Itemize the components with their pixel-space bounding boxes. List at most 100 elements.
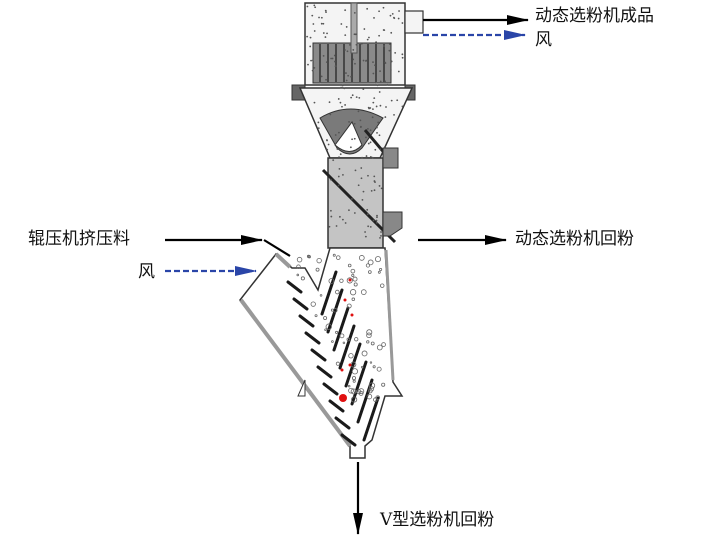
particle — [326, 139, 328, 141]
particle — [309, 36, 312, 39]
v-body — [239, 247, 404, 459]
particle — [376, 214, 378, 217]
particle — [341, 218, 344, 221]
particle — [379, 104, 382, 107]
fine-particle — [348, 278, 352, 282]
particle — [349, 289, 357, 296]
particle — [360, 289, 367, 295]
particle — [350, 268, 356, 274]
particle — [334, 134, 337, 136]
particle — [372, 219, 375, 222]
particle — [342, 173, 344, 176]
label-feed: 辊压机挤压料 — [28, 229, 130, 249]
particle — [337, 98, 340, 100]
particle — [344, 34, 347, 37]
particle — [351, 376, 357, 381]
particle — [373, 180, 376, 182]
particle — [374, 148, 377, 151]
particle — [320, 16, 323, 19]
particle — [358, 388, 365, 395]
particle — [332, 253, 336, 257]
particle — [379, 267, 383, 272]
particle — [375, 395, 381, 401]
feed-line — [263, 239, 291, 257]
particle — [314, 314, 318, 318]
particle — [313, 66, 316, 69]
particle — [360, 42, 363, 45]
particle — [352, 379, 356, 383]
particle — [371, 156, 374, 159]
particle — [373, 189, 376, 192]
particle — [307, 255, 311, 259]
particle — [306, 5, 309, 8]
particle — [379, 148, 382, 151]
particle — [326, 148, 329, 151]
particle — [351, 198, 353, 200]
particle — [366, 340, 370, 344]
particle — [364, 231, 366, 233]
particle — [355, 96, 358, 99]
particle — [360, 125, 362, 128]
particle — [357, 110, 360, 113]
particle — [325, 323, 332, 330]
particle — [311, 69, 314, 72]
particle — [362, 190, 365, 193]
particle — [351, 368, 358, 375]
particle — [348, 43, 351, 46]
particle — [357, 184, 360, 187]
particle — [366, 329, 373, 336]
particle — [367, 142, 370, 145]
particle — [372, 101, 375, 104]
particle — [382, 6, 385, 9]
particle — [363, 28, 366, 30]
particle — [346, 50, 349, 53]
particle — [354, 337, 359, 342]
particle — [306, 35, 309, 38]
particle — [353, 282, 358, 287]
fine-particle — [348, 363, 352, 367]
particle — [358, 96, 361, 99]
particle — [312, 23, 315, 25]
particle — [381, 382, 386, 387]
particle — [396, 99, 399, 102]
particle — [359, 119, 362, 122]
particle — [335, 255, 341, 260]
particle — [370, 341, 375, 346]
label-product: 动态选粉机成品 — [535, 6, 654, 26]
particle — [328, 225, 331, 228]
particle — [348, 387, 354, 394]
particle — [340, 86, 342, 89]
wall-right-thick — [384, 249, 395, 381]
particle — [384, 61, 386, 64]
cone-center — [334, 121, 363, 152]
particle — [351, 273, 355, 277]
particle — [330, 209, 332, 212]
particle — [366, 332, 372, 339]
particle — [324, 36, 327, 38]
particle — [348, 209, 350, 212]
particle — [374, 81, 377, 84]
particle — [345, 79, 348, 82]
particle — [367, 174, 369, 177]
particle — [313, 30, 316, 32]
particle — [360, 177, 363, 180]
particle — [330, 57, 332, 60]
particle — [383, 29, 386, 32]
side-outlet — [382, 147, 399, 169]
particle — [368, 386, 375, 392]
particle — [335, 289, 340, 295]
particle — [342, 341, 346, 345]
particle — [361, 350, 368, 357]
particle — [347, 74, 350, 77]
particle — [374, 64, 376, 67]
particle — [334, 65, 337, 67]
particle — [353, 11, 356, 14]
particle — [369, 155, 372, 158]
particle — [388, 49, 391, 52]
particle — [351, 396, 358, 403]
particle — [379, 236, 381, 239]
particle — [375, 41, 377, 44]
particle — [383, 45, 385, 47]
particle — [340, 23, 343, 25]
particle — [317, 127, 320, 130]
